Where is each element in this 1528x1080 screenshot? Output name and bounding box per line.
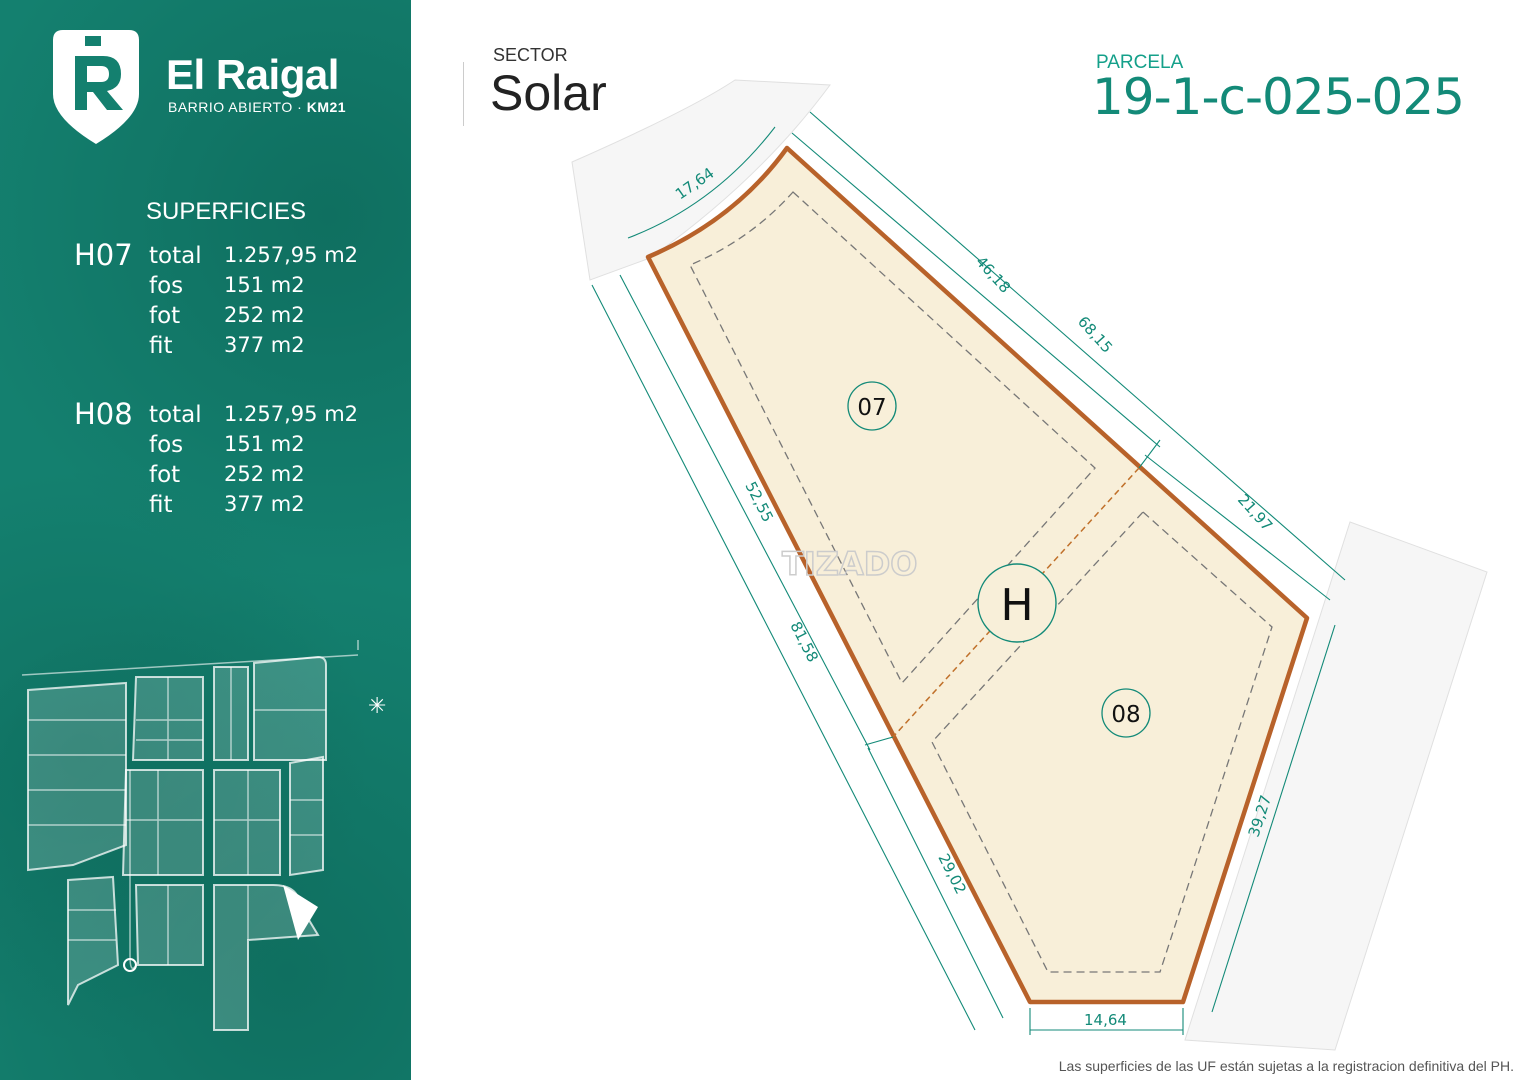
street-top — [571, 79, 831, 281]
group-marker — [977, 563, 1057, 643]
sector-label: SECTOR — [493, 45, 568, 65]
compass-icon: ✳ — [368, 694, 386, 719]
lot-08-marker — [1101, 688, 1151, 738]
divider — [463, 62, 464, 126]
area-label: fot — [149, 303, 181, 329]
parcela-label: PARCELA — [1096, 52, 1184, 73]
area-value: 252 m2 — [224, 303, 305, 327]
lot-code: H08 — [74, 397, 133, 431]
area-value: 252 m2 — [224, 462, 305, 486]
area-label: total — [149, 243, 202, 269]
lot-boundary — [645, 145, 1310, 1005]
area-label: fos — [149, 273, 184, 299]
dim-81-58: 81,58 — [786, 619, 822, 665]
brand-name: El Raigal — [166, 51, 339, 98]
area-label: fos — [149, 432, 184, 458]
area-value: 151 m2 — [224, 273, 305, 297]
brand-subtitle: BARRIO ABIERTO · KM21 — [168, 99, 347, 115]
setback-08 — [931, 511, 1273, 973]
dimension-lines — [591, 111, 1346, 1035]
group-label: H — [1000, 580, 1033, 631]
superficies-title: SUPERFICIES — [146, 198, 307, 225]
logo-shield-icon — [53, 30, 139, 144]
street-right — [1184, 521, 1488, 1051]
area-label: fit — [149, 492, 173, 518]
area-value: 1.257,95 m2 — [224, 402, 359, 426]
dim-21-97: 21,97 — [1234, 491, 1276, 535]
area-label: fit — [149, 333, 173, 359]
watermark: TIZADO — [782, 545, 917, 583]
neighborhood-minimap: ✳ — [21, 640, 386, 1031]
footer-note: Las superficies de las UF están sujetas … — [1058, 1058, 1514, 1074]
area-value: 151 m2 — [224, 432, 305, 456]
area-value: 377 m2 — [224, 333, 305, 357]
dim-68-15: 68,15 — [1074, 313, 1116, 357]
lot-07-marker — [847, 381, 897, 431]
area-value: 377 m2 — [224, 492, 305, 516]
parcela-value: 19-1-c-025-025 — [1092, 68, 1465, 126]
setback-07 — [689, 191, 1096, 685]
info-sidebar: El Raigal BARRIO ABIERTO · KM21 SUPERFIC… — [0, 0, 411, 1080]
area-value: 1.257,95 m2 — [224, 243, 359, 267]
lot-07-label: 07 — [857, 395, 886, 421]
area-label: total — [149, 402, 202, 428]
lot-08-label: 08 — [1111, 702, 1140, 728]
lot-code: H07 — [74, 238, 133, 272]
dim-14-64: 14,64 — [1084, 1011, 1127, 1029]
dim-46-18: 46,18 — [972, 253, 1014, 297]
sector-value: Solar — [490, 65, 607, 121]
area-label: fot — [149, 462, 181, 488]
